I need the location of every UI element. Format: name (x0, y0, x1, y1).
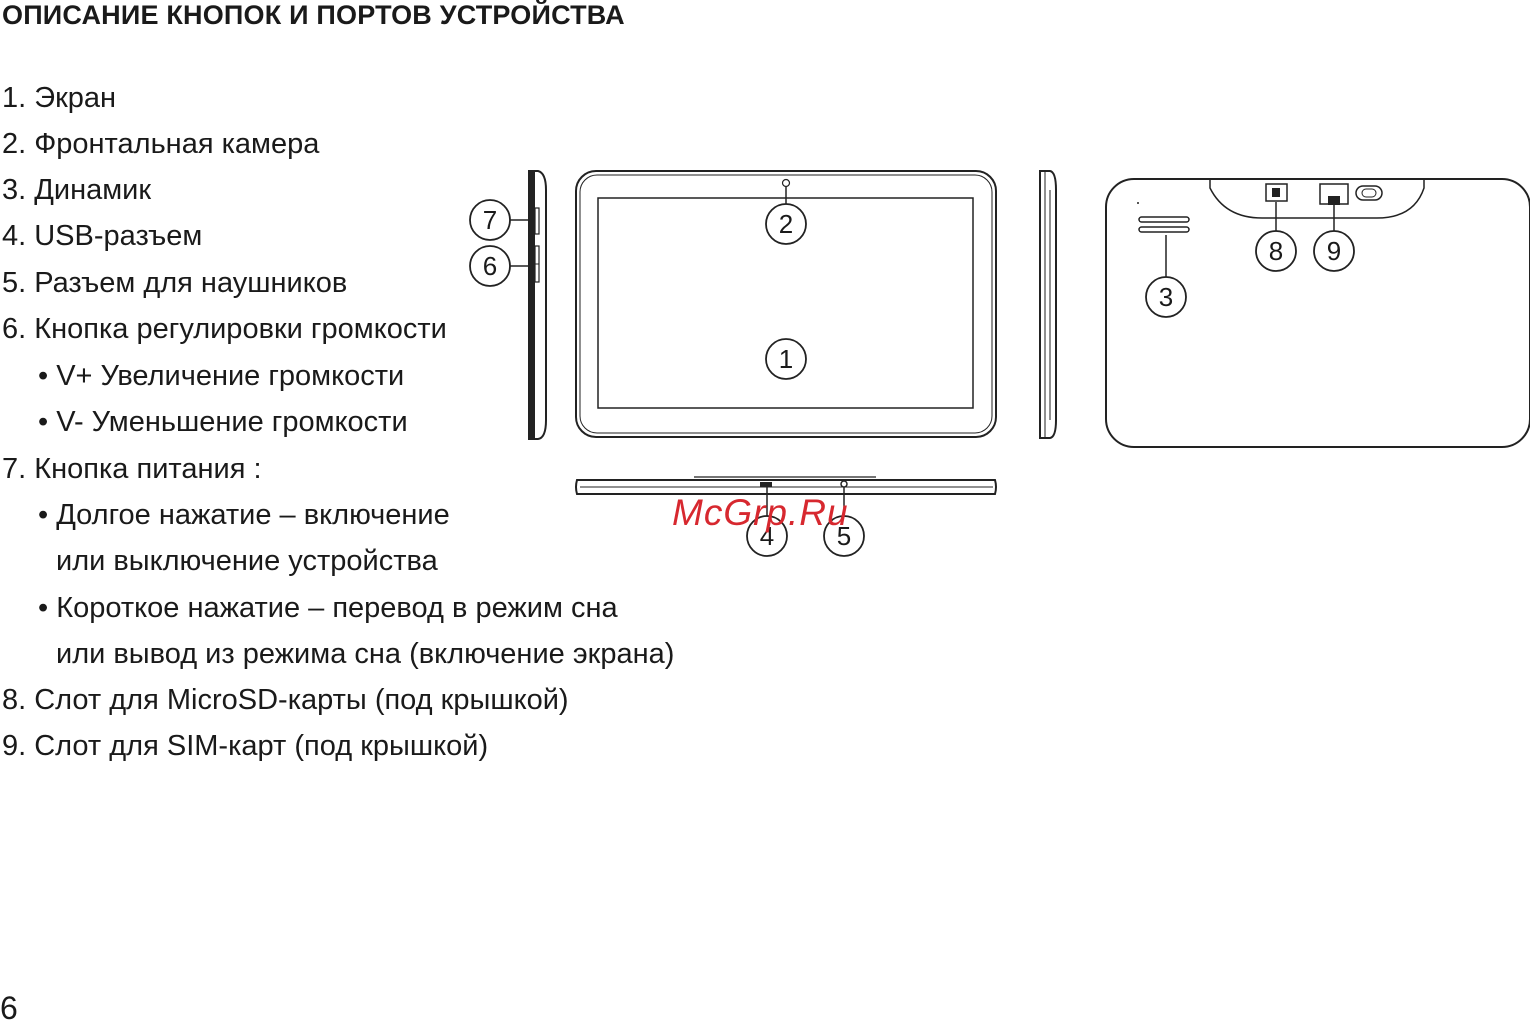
tablet-back-view (1105, 178, 1530, 448)
list-item: 2. Фронтальная камера (2, 128, 320, 160)
list-subitem: • V+ Увеличение громкости (38, 360, 405, 392)
list-subitem: • V- Уменьшение громкости (38, 406, 408, 438)
callout-headphone: 5 (837, 521, 851, 551)
list-subitem: • Долгое нажатие – включение (38, 499, 450, 531)
list-item: 7. Кнопка питания : (2, 453, 262, 485)
tablet-bottom-edge-view (575, 476, 997, 495)
list-item: 8. Слот для MicroSD-карты (под крышкой) (2, 684, 569, 716)
callout-leaders (510, 187, 1335, 516)
callout-circles (469, 199, 1355, 557)
list-subitem-continuation: или вывод из режима сна (включение экран… (56, 638, 675, 670)
callout-volume: 6 (483, 251, 497, 281)
watermark: McGrp.Ru (672, 492, 849, 533)
tablet-left-side-view (528, 170, 547, 440)
callout-microsd: 8 (1269, 236, 1283, 266)
callout-usb: 4 (760, 521, 774, 551)
callout-power: 7 (483, 205, 497, 235)
list-subitem: • Короткое нажатие – перевод в режим сна (38, 592, 618, 624)
list-item: 9. Слот для SIM-карт (под крышкой) (2, 730, 489, 762)
page-number: 6 (0, 990, 18, 1026)
list-item: 3. Динамик (2, 174, 152, 206)
list-subitem-continuation: или выключение устройства (56, 545, 438, 577)
headphone-jack-icon (840, 480, 848, 488)
tablet-right-side-view (1039, 170, 1057, 439)
list-item: 1. Экран (2, 82, 117, 114)
list-item: 5. Разъем для наушников (2, 267, 348, 299)
callout-screen: 1 (779, 344, 793, 374)
camera-icon (781, 178, 791, 188)
microsd-slot-icon (1265, 183, 1288, 202)
list-item: 4. USB-разъем (2, 220, 203, 252)
callout-speaker: 3 (1159, 282, 1173, 312)
callout-camera: 2 (779, 209, 793, 239)
speaker-grille-icon (1138, 216, 1190, 233)
usb-port-icon (760, 482, 772, 487)
callout-sim: 9 (1327, 236, 1341, 266)
list-item: 6. Кнопка регулировки громкости (2, 313, 447, 345)
page-title: ОПИСАНИЕ КНОПОК И ПОРТОВ УСТРОЙСТВА (2, 0, 625, 30)
